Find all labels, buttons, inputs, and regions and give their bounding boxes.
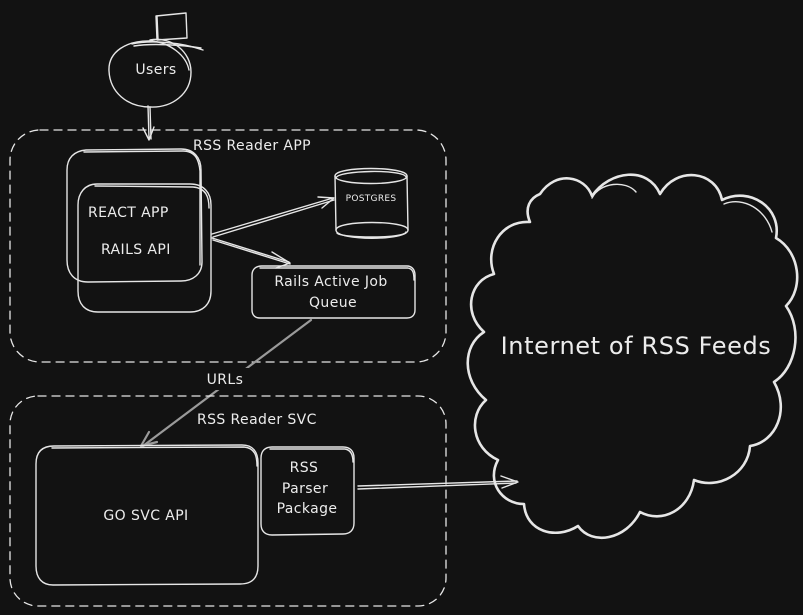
urls-label: URLs [207, 372, 244, 388]
job-queue-label-line1: Rails Active Job [274, 274, 387, 290]
go-svc-api-label: GO SVC API [103, 508, 188, 524]
rss-parser-label-line3: Package [277, 501, 338, 517]
urls-label-bg [201, 368, 249, 390]
rails-api-node: RAILS API [77, 183, 212, 313]
react-app-node: REACT APP [66, 148, 203, 283]
users-label: Users [135, 62, 176, 78]
rails-to-queue-arrow [211, 237, 291, 269]
rss-parser-label-line1: RSS [290, 460, 319, 476]
job-queue-label-line2: Queue [309, 295, 357, 311]
users-node: Users [108, 12, 204, 108]
postgres-node: POSTGRES [334, 167, 409, 239]
internet-cloud-node: Internet of RSS Feeds [466, 173, 799, 540]
svc-group-boundary [9, 395, 447, 607]
app-group-label: RSS Reader APP [193, 138, 311, 154]
rails-to-postgres-arrow [211, 196, 335, 238]
rss-reader-svc-group: RSS Reader SVC [9, 395, 447, 607]
go-svc-api-node: GO SVC API [35, 444, 259, 586]
rss-reader-app-group: RSS Reader APP [9, 129, 447, 363]
parser-to-internet-arrow [357, 475, 519, 490]
rss-parser-node: RSS Parser Package [260, 446, 355, 536]
queue-to-svc-arrow: URLs [139, 318, 313, 448]
postgres-label: POSTGRES [346, 194, 397, 204]
svc-group-label: RSS Reader SVC [197, 412, 317, 428]
users-circle [108, 38, 192, 108]
app-group-boundary [9, 129, 447, 363]
internet-label: Internet of RSS Feeds [501, 332, 772, 360]
rss-parser-label-line2: Parser [282, 481, 328, 497]
rails-api-label: RAILS API [101, 242, 171, 258]
cloud-outline [466, 173, 799, 540]
top-hat-icon [131, 12, 204, 51]
job-queue-node: Rails Active Job Queue [251, 265, 416, 319]
users-to-app-arrow [142, 105, 155, 141]
react-app-label: REACT APP [88, 205, 169, 221]
